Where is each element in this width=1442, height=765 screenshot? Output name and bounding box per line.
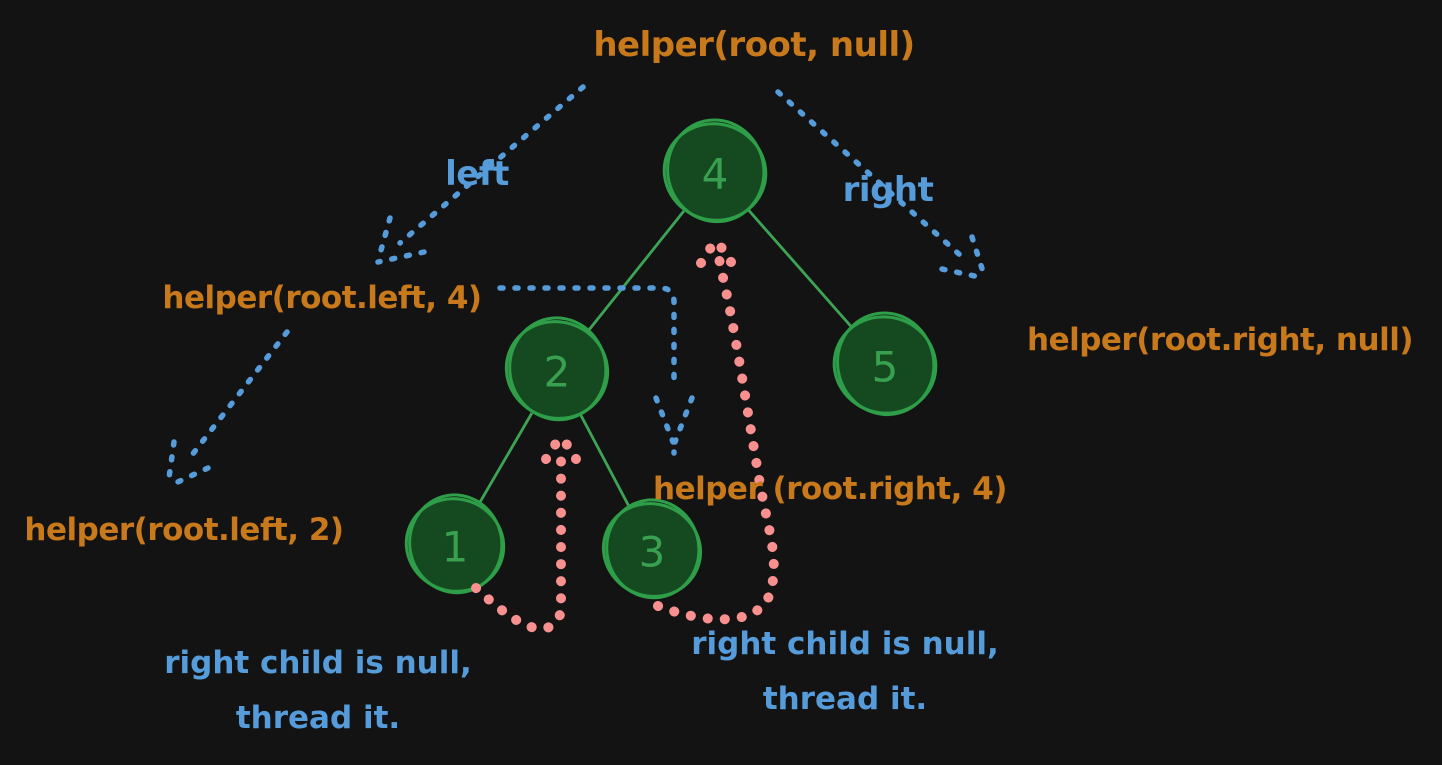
thread-arrow-3-to-4 bbox=[653, 236, 779, 625]
node-1-label: 1 bbox=[442, 523, 469, 572]
left-branch-label: left bbox=[445, 154, 509, 194]
node-5-label: 5 bbox=[872, 343, 899, 392]
thread-note-right-line2: thread it. bbox=[762, 681, 928, 717]
thread-arrows bbox=[471, 236, 779, 634]
thread-note-left: right child is null, thread it. bbox=[164, 636, 472, 746]
thread-note-right: right child is null, thread it. bbox=[691, 617, 999, 727]
node-4-label: 4 bbox=[702, 150, 729, 199]
recurse-right-arrow bbox=[775, 89, 988, 281]
thread-note-left-line2: thread it. bbox=[235, 700, 401, 736]
right-call-label: helper(root.right, null) bbox=[1027, 322, 1414, 358]
tree-nodes: 4 2 5 1 bbox=[404, 118, 938, 600]
node-3: 3 bbox=[601, 498, 703, 600]
goto-right-subtree-arrow bbox=[497, 285, 695, 456]
node-4: 4 bbox=[662, 118, 768, 224]
node-1: 1 bbox=[404, 493, 506, 595]
left-left-call-label: helper(root.left, 2) bbox=[24, 512, 344, 548]
mid-call-label: helper (root.right, 4) bbox=[653, 471, 1007, 507]
node-3-label: 3 bbox=[639, 528, 666, 577]
node-2-label: 2 bbox=[544, 348, 571, 397]
node-5: 5 bbox=[832, 311, 938, 417]
recurse-left-arrow bbox=[375, 84, 586, 265]
recursion-arrows bbox=[165, 84, 988, 489]
node-2: 2 bbox=[504, 316, 610, 422]
right-branch-label: right bbox=[842, 170, 934, 210]
thread-arrow-1-to-2 bbox=[471, 432, 581, 634]
thread-note-left-line1: right child is null, bbox=[164, 645, 472, 681]
root-call-label: helper(root, null) bbox=[593, 25, 915, 65]
recurse-left-left-arrow bbox=[165, 329, 290, 489]
left-call-label: helper(root.left, 4) bbox=[162, 280, 482, 316]
thread-note-right-line1: right child is null, bbox=[691, 626, 999, 662]
